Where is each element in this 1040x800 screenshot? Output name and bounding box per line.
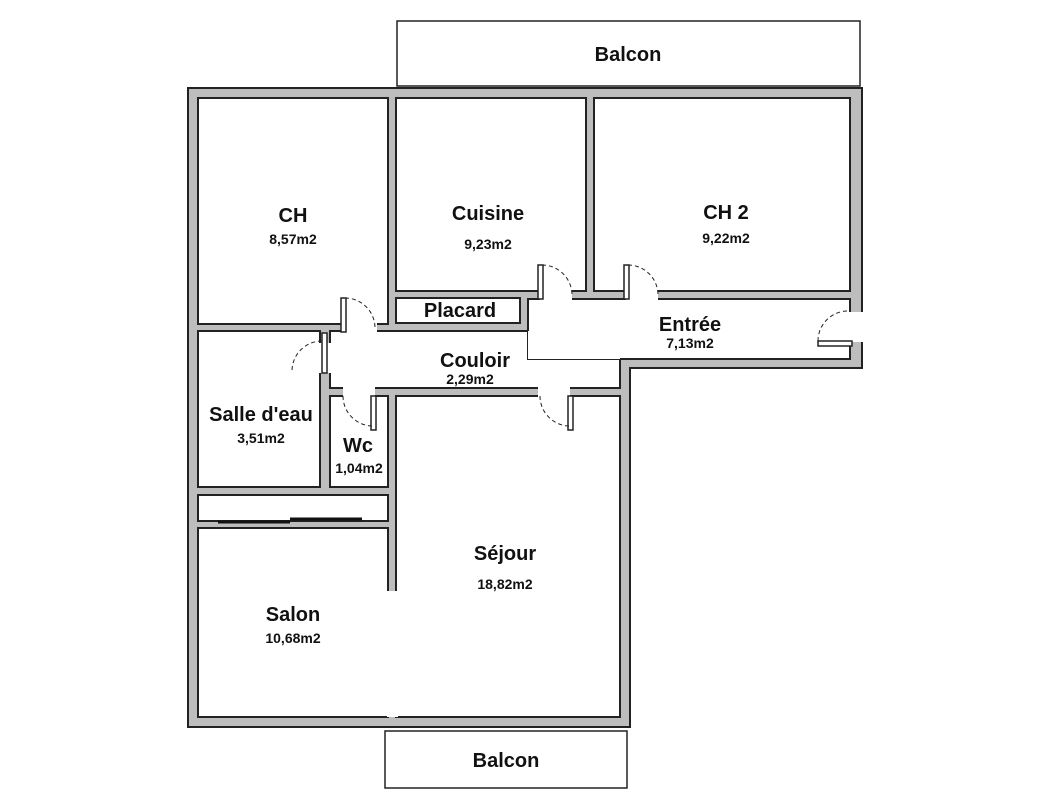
room-salon (197, 527, 389, 718)
room-entree-name: Entrée (659, 314, 721, 336)
closet-strip (197, 494, 389, 522)
room-wc (329, 395, 389, 488)
room-salle-eau-name: Salle d'eau (209, 404, 313, 426)
room-cuisine-name: Cuisine (452, 203, 524, 225)
door-ch-swing (344, 297, 376, 329)
room-salle-eau-area: 3,51m2 (237, 430, 285, 446)
balcony-top (396, 20, 861, 87)
room-sejour-area: 18,82m2 (477, 576, 532, 592)
room-wc-name: Wc (343, 435, 373, 457)
door-salle-eau (321, 332, 328, 374)
room-couloir-area: 2,29m2 (446, 371, 494, 387)
door-wc (370, 395, 377, 431)
room-sejour (395, 395, 621, 718)
room-ch-name: CH (279, 205, 308, 227)
balcony-bottom-label: Balcon (473, 750, 540, 772)
door-cuisine (537, 264, 544, 300)
door-ch2 (623, 264, 630, 300)
opening-sejour-door (538, 386, 570, 398)
opening-entree-door (849, 312, 863, 342)
door-sejour-swing (539, 395, 571, 427)
door-sejour (567, 395, 574, 431)
room-sejour-name: Séjour (474, 543, 536, 565)
room-ch-area: 8,57m2 (269, 231, 317, 247)
door-wc-swing (342, 395, 374, 427)
room-entree-area: 7,13m2 (666, 335, 714, 351)
opening-ch-door (345, 322, 377, 333)
room-salon-area: 10,68m2 (265, 630, 320, 646)
room-salle-eau (197, 330, 321, 488)
opening-couloir-entree (528, 331, 620, 359)
room-ch2-name: CH 2 (703, 202, 749, 224)
door-cuisine-swing (541, 264, 573, 296)
room-placard (395, 297, 521, 324)
door-entree (817, 340, 853, 347)
room-ch2 (593, 97, 851, 292)
door-entree-swing (817, 310, 849, 342)
balcony-bottom (384, 730, 628, 789)
door-ch2-swing (627, 264, 659, 296)
door-salle-eau-swing (291, 340, 323, 372)
room-wc-area: 1,04m2 (335, 460, 383, 476)
opening-wc-door (343, 386, 375, 398)
room-couloir-name: Couloir (440, 350, 510, 372)
balcony-top-label: Balcon (595, 44, 662, 66)
room-cuisine-area: 9,23m2 (464, 236, 512, 252)
door-ch (340, 297, 347, 333)
opening-ch2-door (626, 289, 658, 301)
opening-salon-sejour (387, 591, 398, 717)
room-ch2-area: 9,22m2 (702, 230, 750, 246)
room-placard-name: Placard (424, 300, 496, 322)
room-salon-name: Salon (266, 604, 320, 626)
room-ch (197, 97, 389, 325)
opening-cuisine-door (540, 289, 572, 301)
room-cuisine (395, 97, 587, 292)
